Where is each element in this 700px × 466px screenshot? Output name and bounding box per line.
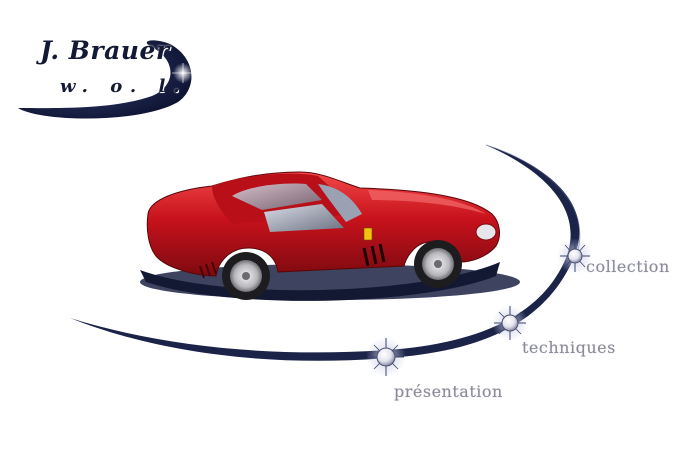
presentation-node-icon[interactable] <box>366 337 406 377</box>
collection-node-icon[interactable] <box>557 238 593 274</box>
nav-link-collection[interactable]: collection <box>586 257 670 276</box>
logo-swoosh <box>18 40 192 119</box>
logo-ellipse <box>18 40 194 119</box>
techniques-node-icon[interactable] <box>492 305 528 341</box>
nav-link-techniques[interactable]: techniques <box>522 338 616 357</box>
orbit-curve <box>70 145 580 361</box>
logo-title: J. Brauer <box>40 36 170 65</box>
ferrari-badge-icon <box>363 227 373 241</box>
nav-link-presentation[interactable]: présentation <box>394 382 503 401</box>
brand-logo: J. Brauer w. o. l. <box>0 0 220 130</box>
logo-subtitle: w. o. l. <box>60 76 188 97</box>
